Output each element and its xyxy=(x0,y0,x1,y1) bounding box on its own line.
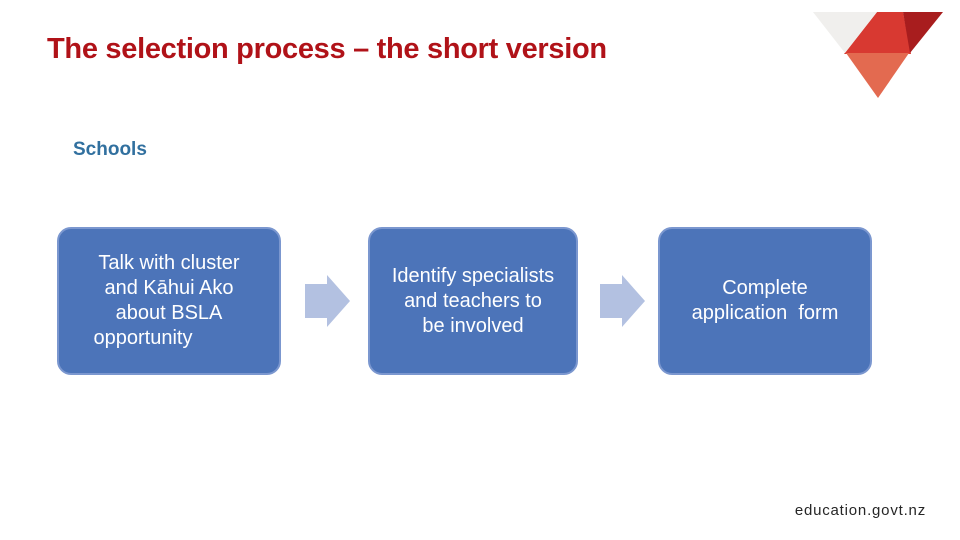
ministry-of-education-logo-icon xyxy=(813,12,943,98)
logo-orange-tip xyxy=(846,53,909,98)
process-step-2: Identify specialists and teachers to be … xyxy=(368,227,578,375)
step-2-line-3: be involved xyxy=(422,314,524,337)
step-2-line-2: and teachers to xyxy=(404,289,542,312)
footer-url: education.govt.nz xyxy=(794,502,926,519)
logo-red-ribbon xyxy=(844,12,911,54)
step-2-line-1: Identify specialists xyxy=(391,264,555,287)
right-arrow-icon xyxy=(305,275,350,327)
step-1-line-1: Talk with cluster xyxy=(98,252,240,274)
step-3-line-2: application form xyxy=(691,302,839,324)
process-step-3: Complete application form xyxy=(658,227,872,375)
right-arrow-icon xyxy=(600,275,645,327)
step-1-line-4: opportunity xyxy=(93,327,193,349)
logo-gray-fold xyxy=(813,12,877,53)
subtitle-schools: Schools xyxy=(73,139,147,160)
logo-dark-red-fold xyxy=(903,12,943,53)
slide-title: The selection process – the short versio… xyxy=(47,33,607,65)
step-1-line-3: about BSLA xyxy=(115,302,223,324)
step-1-line-2: and Kāhui Ako xyxy=(104,277,234,299)
process-step-1: Talk with cluster and Kāhui Ako about BS… xyxy=(57,227,281,375)
step-3-line-1: Complete xyxy=(722,277,808,299)
